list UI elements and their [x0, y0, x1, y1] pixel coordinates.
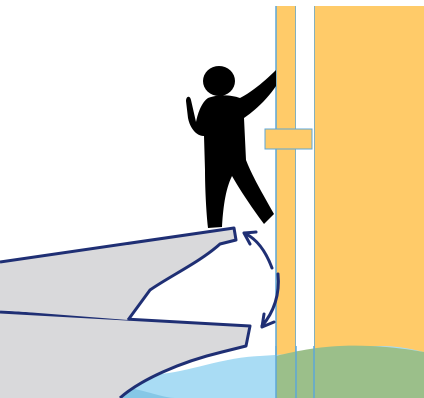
upper-flap-body — [0, 228, 236, 320]
wall-gap — [296, 6, 314, 398]
lower-flap-outline — [0, 310, 252, 398]
person — [186, 66, 276, 228]
wall-bracket — [264, 128, 313, 150]
upper-flap-outline — [0, 226, 238, 321]
rotation-arrow-lower — [260, 272, 280, 328]
lower-flap — [0, 310, 252, 398]
lower-flap-body — [0, 312, 250, 398]
wall — [264, 6, 424, 398]
person-head — [203, 66, 235, 96]
person-body — [186, 70, 276, 228]
rotation-arrow-upper-head — [242, 230, 258, 246]
rotation-arrows — [242, 230, 280, 329]
rotation-arrow-upper — [244, 232, 274, 270]
rotation-arrow-lower-head — [260, 312, 276, 329]
upper-flap — [0, 226, 238, 321]
ground-green — [276, 345, 424, 398]
